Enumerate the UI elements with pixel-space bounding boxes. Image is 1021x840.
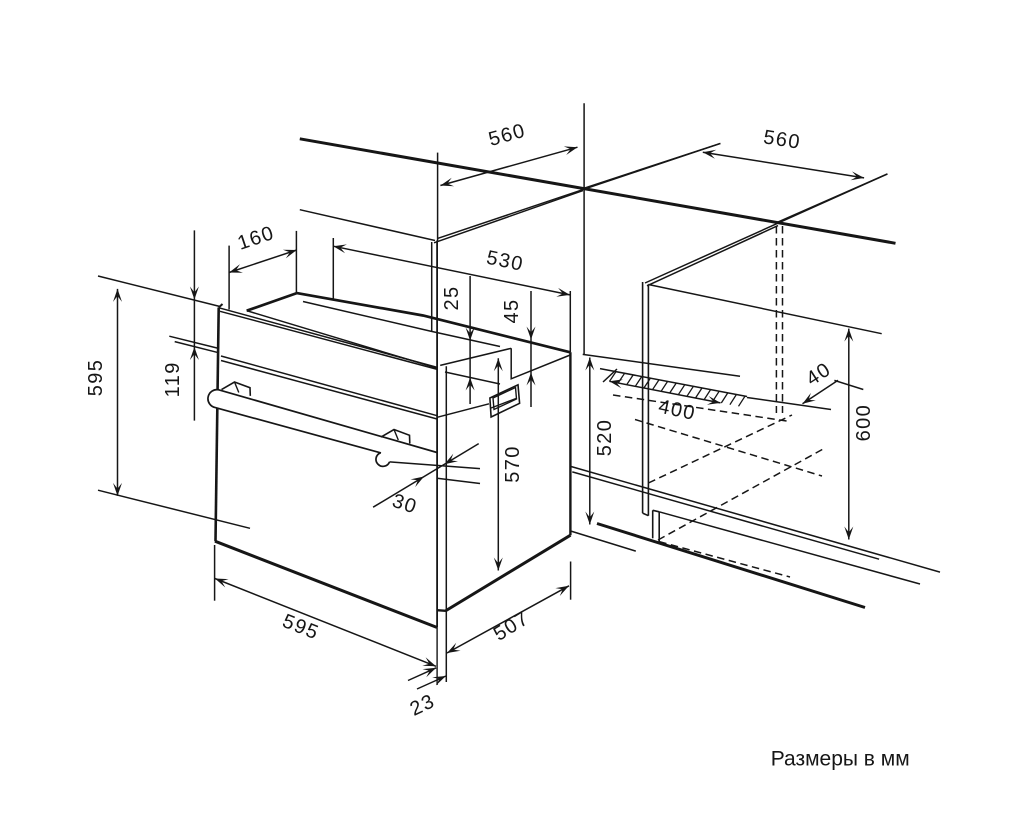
svg-text:45: 45 — [501, 298, 523, 323]
svg-text:520: 520 — [594, 419, 616, 457]
svg-text:570: 570 — [502, 445, 524, 483]
svg-text:25: 25 — [441, 285, 463, 310]
svg-text:595: 595 — [85, 359, 107, 397]
svg-text:119: 119 — [162, 361, 184, 397]
svg-text:Размеры в мм: Размеры в мм — [771, 748, 910, 771]
svg-text:600: 600 — [853, 404, 875, 442]
